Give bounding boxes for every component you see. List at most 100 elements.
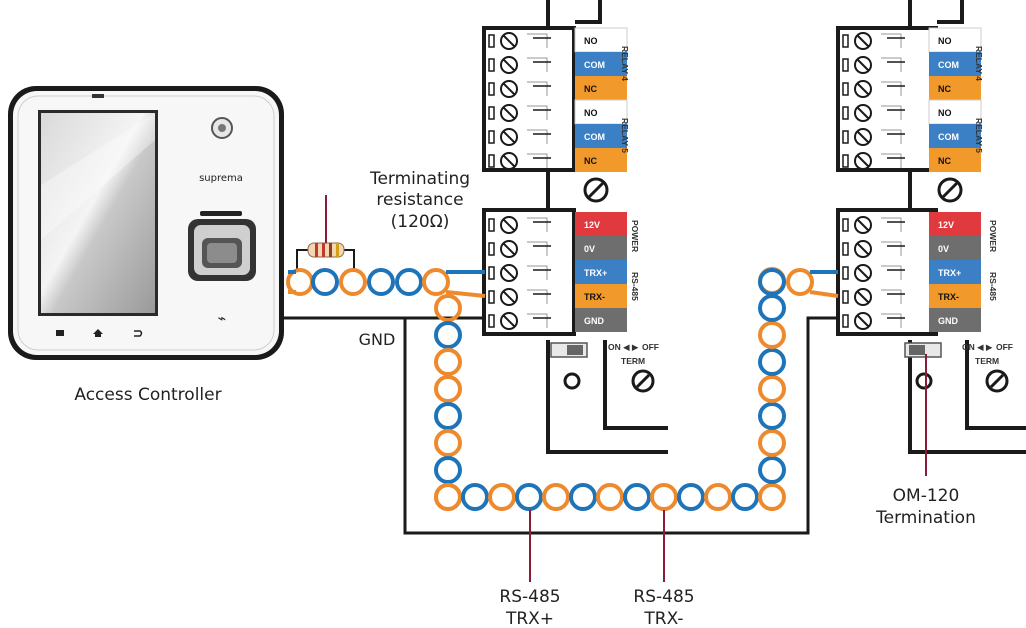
m2-term-0v: 0V [938,244,949,254]
m1-power-label: POWER [630,220,640,252]
trx-minus-label-1: RS-485 [633,587,694,607]
m2-bus-slot [842,218,849,232]
module-1: NO COM NC NO COM NC RELAY 4 RELAY 5 12V … [482,0,668,454]
m2-rs485-label: RS-485 [988,272,998,301]
wire-loop [623,483,651,511]
terminating-resistor: Terminating resistance (120Ω) [296,169,470,270]
wire-loop [434,348,462,376]
m1-term-com-1: COM [584,60,605,70]
svg-text:◀ ▶: ◀ ▶ [623,342,639,352]
m1-relay-slot [488,82,495,96]
trx-plus-label-2: TRX+ [505,609,554,628]
wire-loop [395,268,423,296]
m1-relay5-label: RELAY 5 [620,118,630,153]
m1-relay-slot [488,154,495,168]
back-icon [134,330,143,337]
m1-relay-slot [488,58,495,72]
m2-term-no-2: NO [938,108,952,118]
m2-power-label: POWER [988,220,998,252]
termination-label-1: OM-120 [893,486,960,506]
m2-relay-slot [842,106,849,120]
wire-loop [434,402,462,430]
m2-term-com-2: COM [938,132,959,142]
module-2-bus-terminals: 12V 0V TRX+ TRX- GND [929,212,981,332]
resistor-label-3: (120Ω) [391,212,450,232]
m1-relay-slot [488,34,495,48]
wire-loop [311,268,339,296]
m1-relay-slot [488,106,495,120]
resistor-label-1: Terminating [369,169,470,189]
m1-term-nc-1: NC [584,84,597,94]
module-2: NO COM NC NO COM NC RELAY 4 RELAY 5 12V … [836,0,1026,454]
m2-relay-slot [842,82,849,96]
wire-loop [758,375,786,403]
trx-plus-label-1: RS-485 [499,587,560,607]
m1-relay-slot [488,130,495,144]
wire-loop [758,268,786,296]
access-controller: suprema ⌁ Access Controller [8,86,284,405]
m2-relay4-label: RELAY 4 [974,46,984,81]
wire-loop [677,483,705,511]
module-2-relay-terminals: NO COM NC NO COM NC [928,27,982,172]
wire-loop [596,483,624,511]
wire-loop [339,268,367,296]
m1-switch-on: ON [608,342,621,352]
wire-loop [461,483,489,511]
m2-term-gnd: GND [938,316,959,326]
m2-term-com-1: COM [938,60,959,70]
m1-bus-slot [488,314,495,328]
wire-loop [422,268,450,296]
m1-term-12v: 12V [584,220,600,230]
m2-relay-slot [842,34,849,48]
wire-loop [758,294,786,322]
m1-term-com-2: COM [584,132,605,142]
m2-bus-slot [842,266,849,280]
wire-loop [434,483,462,511]
m1-bus-slot [488,242,495,256]
callouts: RS-485 TRX+ RS-485 TRX- OM-120 Terminati… [499,354,976,628]
module-1-bus-terminals: 12V 0V TRX+ TRX- GND [575,212,627,332]
m1-term-no-2: NO [584,108,598,118]
wire-loop [758,483,786,511]
wire-loop [704,483,732,511]
trx-minus-label-2: TRX- [643,609,683,628]
m2-bus-slot [842,242,849,256]
m1-rs485-label: RS-485 [630,272,640,301]
m2-term-label: TERM [975,356,999,366]
m2-term-trxm: TRX- [938,292,959,302]
m1-switch-off: OFF [642,342,659,352]
m1-bus-slot [488,218,495,232]
m2-bus-slot [842,290,849,304]
wire-loop [542,483,570,511]
wire-loop [758,456,786,484]
wire-loop [650,483,678,511]
square-icon [56,330,64,336]
wire-loop [434,375,462,403]
rs485-twisted-pair [286,267,839,511]
gnd-wire: GND [284,316,838,535]
wire-loop [434,429,462,457]
brand-logo: suprema [199,173,243,184]
home-icon [93,329,103,337]
gnd-label: GND [359,330,396,349]
wire-loop [434,456,462,484]
m1-bus-slot [488,266,495,280]
m1-term-label: TERM [621,356,645,366]
m1-term-nc-2: NC [584,156,597,166]
m2-term-nc-1: NC [938,84,951,94]
m2-relay-slot [842,130,849,144]
wire-loop [731,483,759,511]
m2-term-nc-2: NC [938,156,951,166]
wire-loop [758,429,786,457]
m2-relay5-label: RELAY 5 [974,118,984,153]
m1-term-trxp: TRX+ [584,268,607,278]
rfid-icon: ⌁ [218,311,226,327]
wire-loop [515,483,543,511]
wire-loop [758,348,786,376]
m2-bus-slot [842,314,849,328]
m2-switch-off: OFF [996,342,1013,352]
m1-term-trxm: TRX- [584,292,605,302]
m2-term-trxp: TRX+ [938,268,961,278]
m2-relay-slot [842,154,849,168]
